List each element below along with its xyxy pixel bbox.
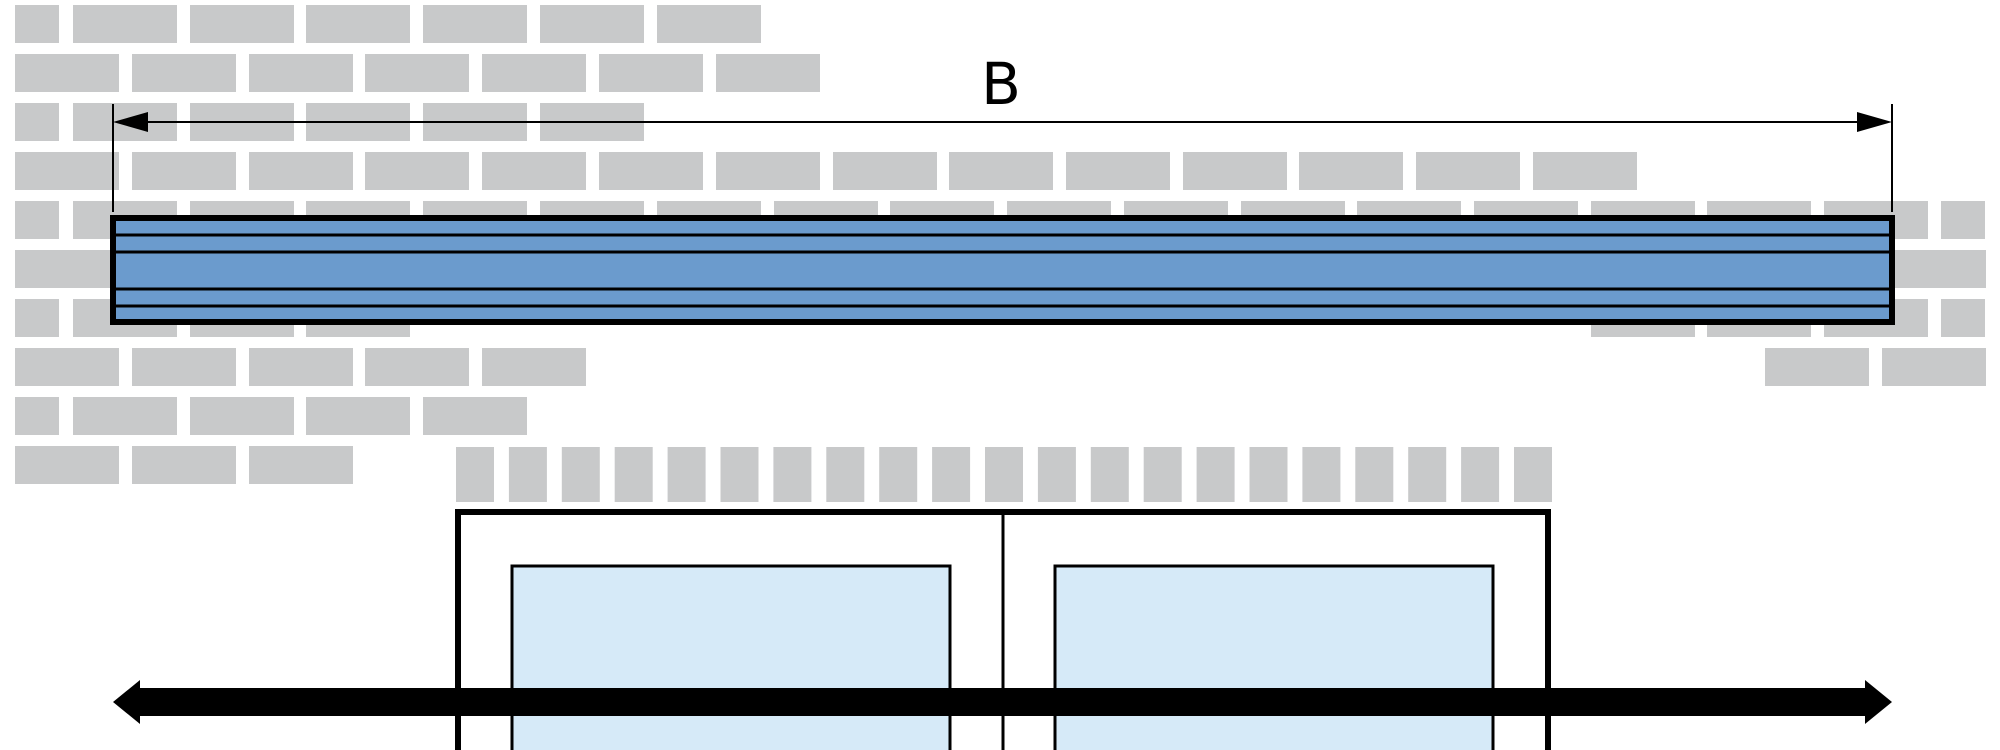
brick xyxy=(132,446,236,484)
brick xyxy=(1299,152,1403,190)
soldier-brick xyxy=(667,447,706,502)
brick xyxy=(249,152,353,190)
brick xyxy=(190,5,294,43)
brick xyxy=(190,397,294,435)
soldier-brick xyxy=(1355,447,1394,502)
soldier-brick xyxy=(1143,447,1182,502)
soldier-brick xyxy=(1090,447,1129,502)
brick xyxy=(15,446,119,484)
soldier-brick xyxy=(985,447,1023,502)
brick xyxy=(1941,299,1985,337)
soldier-brick xyxy=(1461,447,1500,502)
brick xyxy=(132,54,236,92)
dimension-label: B xyxy=(981,50,1021,118)
brick xyxy=(15,201,59,239)
brick xyxy=(365,152,469,190)
brick xyxy=(15,250,119,288)
bottom-arrow-shaft xyxy=(140,688,1865,716)
brick xyxy=(15,152,119,190)
soldier-brick xyxy=(1514,447,1552,502)
brick xyxy=(716,152,820,190)
brick xyxy=(249,348,353,386)
brick xyxy=(365,54,469,92)
brick xyxy=(540,5,644,43)
brick xyxy=(1533,152,1637,190)
soldier-brick xyxy=(1302,447,1341,502)
brick xyxy=(15,103,59,141)
soldier-brick xyxy=(508,447,547,502)
brick xyxy=(1183,152,1287,190)
brick xyxy=(1765,348,1869,386)
brick xyxy=(1882,348,1986,386)
soldier-brick xyxy=(826,447,865,502)
brick xyxy=(15,5,59,43)
brick xyxy=(599,152,703,190)
brick xyxy=(599,54,703,92)
soldier-course xyxy=(456,447,1552,502)
soldier-brick xyxy=(1196,447,1235,502)
brick xyxy=(1882,250,1986,288)
window-pane-right xyxy=(1053,564,1495,750)
brick xyxy=(15,397,59,435)
bottom-arrow-head-left xyxy=(113,680,140,724)
brick xyxy=(73,5,177,43)
bottom-arrow-head-right xyxy=(1865,680,1892,724)
brick xyxy=(249,54,353,92)
brick xyxy=(15,348,119,386)
dimension-b: B xyxy=(112,50,1893,212)
lintel xyxy=(110,215,1895,325)
brick xyxy=(15,54,119,92)
brick xyxy=(73,397,177,435)
soldier-brick xyxy=(456,447,494,502)
soldier-brick xyxy=(561,447,600,502)
brick xyxy=(365,348,469,386)
brick xyxy=(482,152,586,190)
soldier-brick xyxy=(773,447,812,502)
brick xyxy=(306,397,410,435)
brick xyxy=(306,5,410,43)
brick xyxy=(249,446,353,484)
brick xyxy=(716,54,820,92)
brick xyxy=(1416,152,1520,190)
brick xyxy=(482,54,586,92)
brick xyxy=(423,5,527,43)
brick xyxy=(949,152,1053,190)
brick xyxy=(657,5,761,43)
brick xyxy=(15,299,59,337)
brick xyxy=(482,348,586,386)
soldier-brick xyxy=(1037,447,1076,502)
brick xyxy=(1941,201,1985,239)
window-pane-left xyxy=(510,564,952,750)
brick xyxy=(423,397,527,435)
soldier-brick xyxy=(879,447,918,502)
dimension-arrow-left xyxy=(113,112,148,132)
soldier-brick xyxy=(1408,447,1447,502)
soldier-brick xyxy=(720,447,759,502)
dimension-arrow-right xyxy=(1857,112,1892,132)
brick xyxy=(833,152,937,190)
brick xyxy=(1066,152,1170,190)
soldier-brick xyxy=(614,447,653,502)
soldier-brick xyxy=(1249,447,1288,502)
bottom-width-arrow xyxy=(113,680,1892,724)
soldier-brick xyxy=(932,447,971,502)
brick xyxy=(132,152,236,190)
brick xyxy=(132,348,236,386)
